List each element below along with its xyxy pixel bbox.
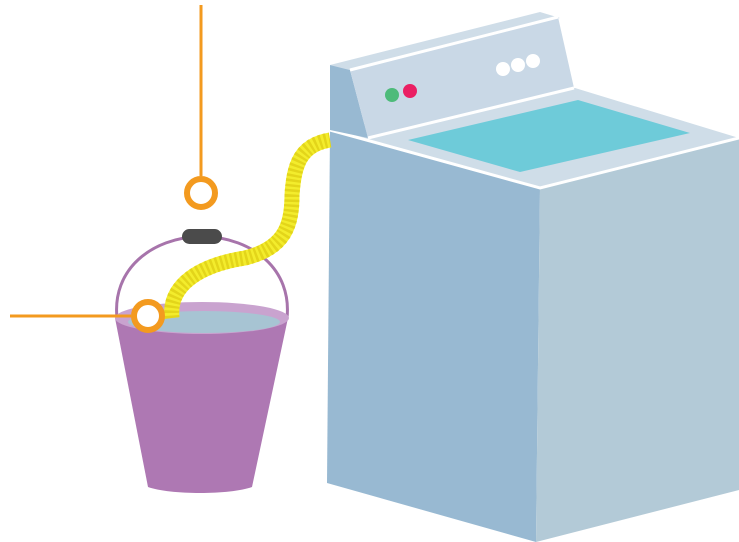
knob-1[interactable] — [496, 62, 510, 76]
washer-front-panel — [327, 130, 540, 542]
pink-indicator-button[interactable] — [403, 84, 417, 98]
bucket-body — [115, 318, 288, 493]
washing-machine-icon — [327, 12, 739, 542]
green-indicator-button[interactable] — [385, 88, 399, 102]
bucket-handle-grip — [182, 229, 222, 244]
washer-side-panel — [536, 138, 739, 542]
knob-2[interactable] — [511, 58, 525, 72]
knob-3[interactable] — [526, 54, 540, 68]
hotspot-bucket-rim[interactable] — [134, 302, 162, 330]
hotspot-handle[interactable] — [187, 179, 215, 207]
